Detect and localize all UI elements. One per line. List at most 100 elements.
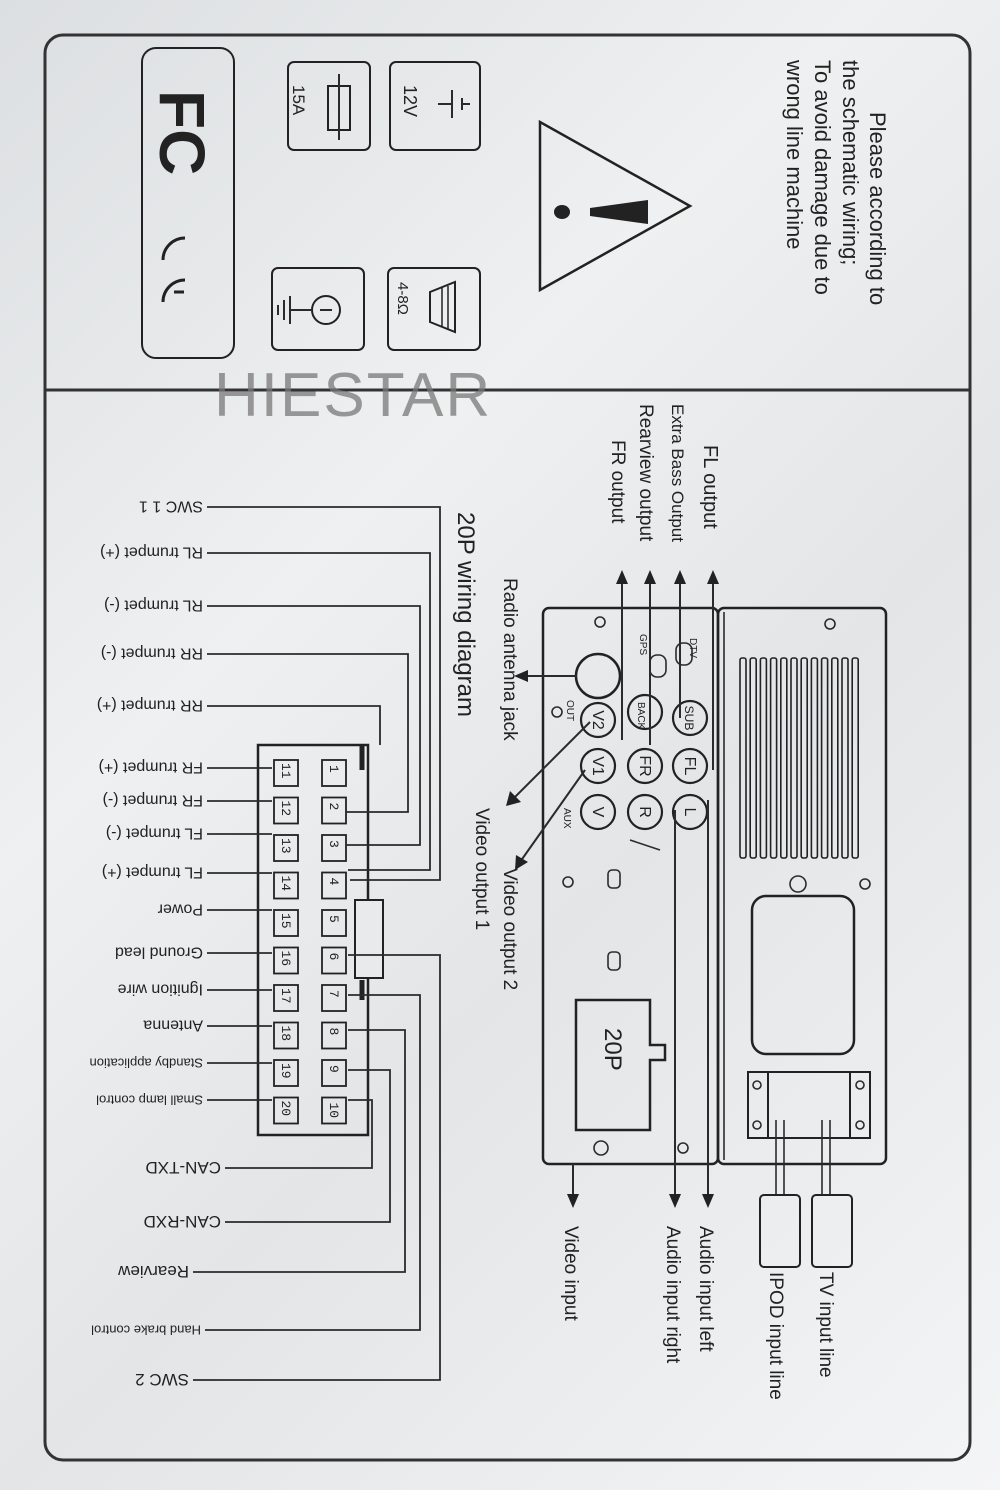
fuse-icon: 15A bbox=[287, 61, 371, 151]
pin-box bbox=[321, 796, 347, 825]
svg-text:Video input: Video input bbox=[560, 1226, 581, 1321]
svg-text:Extra Bass Output: Extra Bass Output bbox=[668, 404, 687, 542]
wire-label-w19: Hand brake control bbox=[91, 1322, 201, 1337]
wire-label-w12: Ignition wire bbox=[118, 980, 203, 997]
vent-slot bbox=[739, 657, 747, 859]
warning-icon bbox=[538, 119, 693, 293]
fc-mark: FC bbox=[146, 90, 218, 175]
pin-box bbox=[321, 909, 347, 937]
port-label: R bbox=[636, 806, 653, 818]
pin-number: 15 bbox=[278, 913, 293, 929]
pin-box bbox=[273, 796, 299, 825]
wire-line bbox=[207, 506, 441, 881]
port-back bbox=[626, 693, 664, 731]
wire-line bbox=[193, 954, 441, 1381]
wire-label-w2: RL trumpet (+) bbox=[100, 543, 203, 560]
wire-line bbox=[207, 653, 409, 813]
svg-text:the schematic wiring;: the schematic wiring; bbox=[838, 60, 863, 265]
wire-label-w15: Small lamp control bbox=[96, 1092, 203, 1107]
port-v bbox=[579, 793, 617, 831]
port-sub bbox=[671, 699, 709, 737]
svg-text:Video output 1: Video output 1 bbox=[471, 808, 492, 930]
svg-text:TV input line: TV input line bbox=[815, 1272, 836, 1378]
svg-text:wrong line machine: wrong line machine bbox=[782, 59, 807, 250]
svg-text:12V: 12V bbox=[400, 85, 420, 117]
svg-text:To avoid damage due to: To avoid damage due to bbox=[810, 60, 835, 295]
pin-number: 20 bbox=[278, 1101, 293, 1117]
wire-label-w10: Power bbox=[157, 900, 203, 917]
pin-number: 5 bbox=[326, 915, 341, 923]
svg-text:Audio input right: Audio input right bbox=[662, 1226, 683, 1364]
wire-label-w1: SWC 1 1 bbox=[139, 497, 203, 514]
port-fr bbox=[626, 747, 664, 785]
vent-slot bbox=[749, 657, 758, 859]
pin-number: 12 bbox=[278, 801, 293, 817]
pin-number: 13 bbox=[278, 838, 293, 854]
pin-number: 16 bbox=[278, 951, 293, 967]
wire-line bbox=[225, 1069, 391, 1223]
pin-box bbox=[273, 834, 299, 862]
speaker-icon: 4-8Ω bbox=[387, 267, 481, 351]
pin-number: 11 bbox=[278, 763, 293, 779]
pin-number: 18 bbox=[278, 1026, 293, 1042]
pin-number: 10 bbox=[326, 1103, 341, 1119]
wire-label-w4: RR trumpet (-) bbox=[101, 644, 203, 661]
pin-box bbox=[273, 1021, 299, 1050]
wire-label-w13: Antenna bbox=[143, 1016, 203, 1033]
wire-label-w8: FL trumpet (-) bbox=[106, 824, 203, 841]
wire-label-w20: SWC 2 bbox=[135, 1370, 189, 1389]
pin-number: 8 bbox=[326, 1028, 341, 1036]
port-label: V2 bbox=[589, 710, 606, 730]
ce-mark: CE bbox=[0, 0, 2, 1]
port-v1 bbox=[579, 747, 617, 785]
pin-number: 19 bbox=[278, 1063, 293, 1079]
port-label: V bbox=[589, 807, 606, 818]
vent-slot bbox=[851, 657, 860, 859]
pin-number: 4 bbox=[326, 878, 341, 886]
vent-slot bbox=[779, 657, 788, 859]
wire-label-w6: FR trumpet (+) bbox=[99, 758, 203, 775]
vent-slot bbox=[769, 657, 778, 859]
svg-text:OUT: OUT bbox=[564, 700, 575, 721]
pin-number: 17 bbox=[278, 988, 293, 1004]
pin-number: 7 bbox=[326, 990, 341, 998]
wire-line bbox=[193, 1029, 406, 1273]
tv-plug bbox=[811, 1194, 853, 1268]
wire-label-w11: Ground lead bbox=[115, 943, 203, 960]
pin-box bbox=[273, 946, 299, 975]
pin-box bbox=[273, 909, 299, 937]
svg-text:15A: 15A bbox=[289, 85, 308, 116]
pin-box bbox=[321, 946, 347, 975]
ipod-plug bbox=[759, 1194, 801, 1268]
port-label: V1 bbox=[589, 756, 606, 776]
voltage-icon: 12V bbox=[389, 61, 481, 151]
svg-text:DTV: DTV bbox=[687, 638, 698, 658]
pin-box bbox=[321, 1096, 347, 1125]
port-v2 bbox=[579, 701, 617, 739]
svg-text:4-8Ω: 4-8Ω bbox=[394, 282, 411, 315]
20p-socket bbox=[574, 998, 667, 1132]
pin-box bbox=[273, 759, 299, 787]
vent-slot bbox=[830, 657, 839, 859]
vent-slot bbox=[841, 657, 849, 859]
vent-slot bbox=[820, 657, 829, 859]
port-label: FL bbox=[681, 757, 698, 776]
wire-label-w5: RR trumpet (+) bbox=[97, 696, 203, 713]
pin-box bbox=[273, 871, 299, 900]
vent-slot bbox=[790, 657, 798, 859]
wire-label-w7: FR trumpet (-) bbox=[103, 791, 203, 808]
wire-line bbox=[207, 552, 431, 871]
wire-label-w9: FL trumpet (+) bbox=[102, 863, 203, 880]
outer-frame bbox=[43, 33, 972, 1462]
svg-text:FL output: FL output bbox=[699, 445, 721, 529]
port-fl bbox=[671, 747, 709, 785]
pin-box bbox=[321, 871, 347, 900]
diagram-title: 20P wiring diagram bbox=[452, 512, 479, 717]
pin-box bbox=[321, 834, 347, 862]
svg-text:Rearview output: Rearview output bbox=[635, 404, 656, 542]
svg-text:AUX: AUX bbox=[561, 808, 572, 829]
pin-box bbox=[273, 1096, 299, 1125]
